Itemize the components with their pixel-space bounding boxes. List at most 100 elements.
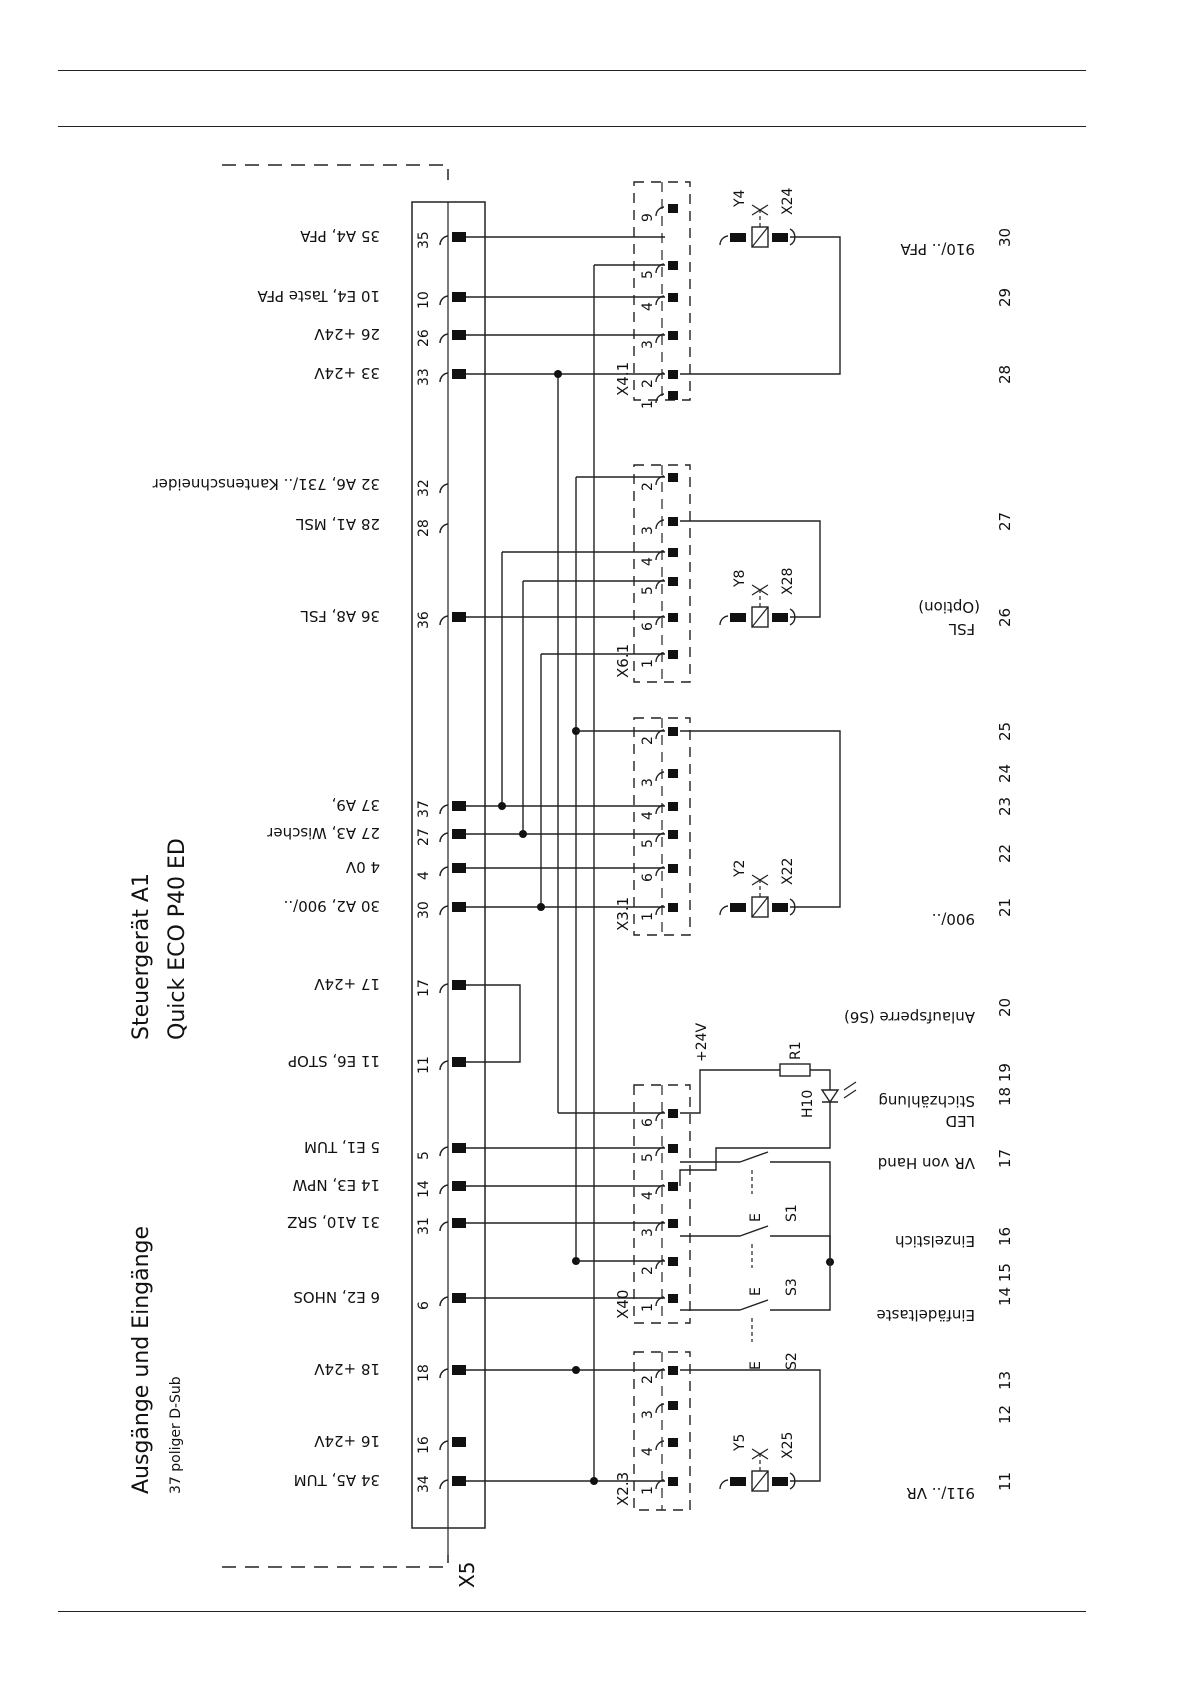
row-number: 18 19 — [996, 1063, 1014, 1106]
connector-pin — [668, 1219, 678, 1228]
x5-pin-label: 5 E1, TUM — [304, 1138, 380, 1156]
connector-socket-arc — [655, 263, 665, 274]
switch-actuator-label: E — [748, 1213, 764, 1222]
connector-socket-arc — [655, 1403, 665, 1414]
wire-junction — [572, 1366, 580, 1374]
connector-socket-arc — [655, 1259, 665, 1270]
x5-pin-contact — [452, 1476, 466, 1486]
resistor-r1 — [779, 1063, 811, 1077]
connector-pin — [668, 1477, 678, 1486]
supply-24v-label: +24V — [694, 1022, 710, 1062]
valve-plug — [730, 903, 746, 912]
x5-socket-arc — [439, 483, 449, 494]
x5-socket-arc — [439, 983, 449, 994]
connector-socket-arc — [655, 1221, 665, 1232]
x5-pin-label: 35 A4, PFA — [300, 227, 380, 245]
x5-pin-number: 18 — [416, 1364, 432, 1382]
connector-pin-number: 6 — [640, 622, 656, 631]
row-number: 20 — [996, 998, 1014, 1017]
x5-pin-contact — [452, 1218, 466, 1228]
valve-connector-label: X28 — [780, 568, 796, 595]
row-number: 17 — [996, 1149, 1014, 1168]
x5-pin-contact — [452, 369, 466, 379]
x5-socket-arc — [439, 1221, 449, 1232]
connector-pin — [668, 204, 678, 213]
connector-pin — [668, 830, 678, 839]
connector-pin — [668, 331, 678, 340]
connector-socket-arc — [655, 1479, 665, 1490]
x5-pin-number: 37 — [416, 800, 432, 818]
x5-pin-contact — [452, 1365, 466, 1375]
valve-plug — [772, 1477, 788, 1486]
connector-pin-number: 2 — [640, 482, 656, 491]
connector-socket-arc — [655, 1440, 665, 1451]
x5-pin-number: 33 — [416, 368, 432, 386]
x5-pin-label: 34 A5, TUM — [294, 1471, 380, 1489]
connector-pin — [668, 650, 678, 659]
valve-label: Y8 — [732, 570, 748, 588]
x5-socket-arc — [439, 1440, 449, 1451]
function-label: LED — [946, 1112, 975, 1130]
x5-pin-contact — [452, 232, 466, 242]
row-number: 30 — [996, 228, 1014, 247]
x5-pin-label: 33 +24V — [313, 364, 380, 382]
x5-pin-label: 26 +24V — [313, 325, 380, 343]
connector-socket-arc — [655, 1368, 665, 1379]
connector-pin — [668, 727, 678, 736]
dsub-subtitle: 37 poliger D-Sub — [168, 1376, 184, 1494]
x5-pin-number: 6 — [416, 1301, 432, 1310]
x5-pin-contact — [452, 612, 466, 622]
x5-pin-number: 34 — [416, 1475, 432, 1493]
row-number: 25 — [996, 722, 1014, 741]
connector-socket-arc — [655, 652, 665, 663]
connector-socket-arc — [655, 771, 665, 782]
connector-pin-number: 4 — [640, 1447, 656, 1456]
x5-pin-number: 36 — [416, 611, 432, 629]
x5-pin-row: 14 14 E3, NPW — [292, 1176, 466, 1198]
valve-plug — [772, 233, 788, 242]
x5-pin-row: 5 5 E1, TUM — [304, 1138, 466, 1160]
function-label: (Option) — [918, 598, 980, 616]
connector-pin — [668, 1182, 678, 1191]
connector-pin — [668, 769, 678, 778]
connector-label: X40 — [614, 1290, 632, 1319]
function-label: Einfädeltaste — [876, 1306, 975, 1324]
x5-socket-arc — [439, 615, 449, 626]
x5-pin-row: 34 34 A5, TUM — [294, 1471, 466, 1493]
connector-socket-arc — [655, 804, 665, 815]
connector-label: X2.3 — [614, 1472, 632, 1506]
io-title: Ausgänge und Eingänge — [129, 1226, 154, 1494]
connector-socket-arc — [655, 1184, 665, 1195]
x5-pin-label: 14 E3, NPW — [292, 1176, 380, 1194]
connector-socket-arc — [655, 550, 665, 561]
valve-label: Y4 — [732, 189, 748, 208]
x5-pin-number: 5 — [416, 1151, 432, 1160]
connector-socket-arc — [655, 372, 665, 383]
x5-pin-number: 14 — [416, 1180, 432, 1198]
x5-pin-number: 10 — [416, 291, 432, 309]
valve-symbol-icon — [751, 874, 769, 886]
x5-pin-label: 6 E2, NHOS — [293, 1288, 380, 1306]
connector-pin — [668, 903, 678, 912]
switch-label: S2 — [784, 1352, 800, 1370]
x5-pin-contact — [452, 1181, 466, 1191]
switch-contact — [739, 1299, 769, 1311]
connector-pin — [668, 613, 678, 622]
connector-pin — [668, 802, 678, 811]
row-number: 22 — [996, 844, 1014, 863]
connector-pin — [668, 1109, 678, 1118]
function-label: 910/.. PFA — [900, 240, 975, 258]
